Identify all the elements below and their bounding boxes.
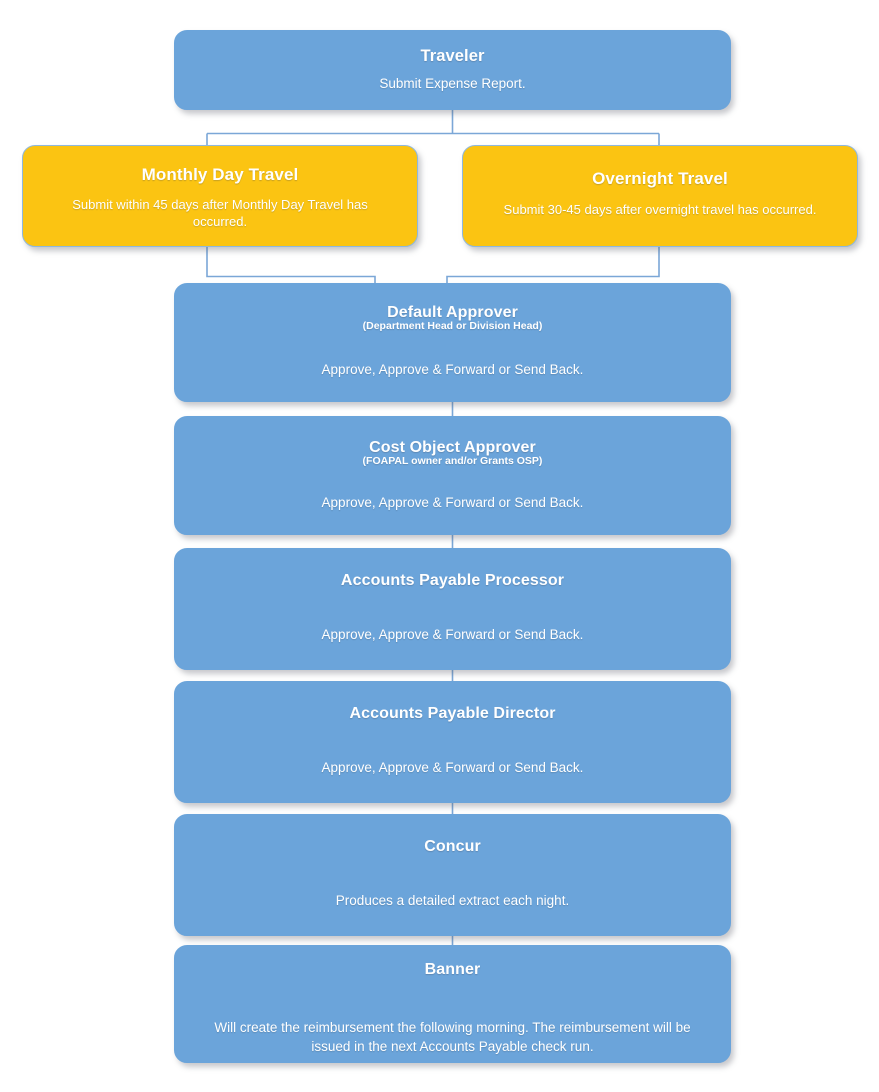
node-accounts-payable-director[interactable]: Accounts Payable Director Approve, Appro… [174, 681, 731, 803]
node-accounts-payable-processor-body: Approve, Approve & Forward or Send Back. [321, 627, 584, 643]
node-default-approver-title: Default Approver [387, 304, 518, 321]
node-concur[interactable]: Concur Produces a detailed extract each … [174, 814, 731, 936]
node-concur-body: Produces a detailed extract each night. [335, 893, 570, 909]
node-default-approver-subtitle: (Department Head or Division Head) [362, 320, 543, 333]
node-accounts-payable-processor[interactable]: Accounts Payable Processor Approve, Appr… [174, 548, 731, 670]
node-cost-object-approver-title: Cost Object Approver [369, 439, 536, 456]
node-default-approver-body: Approve, Approve & Forward or Send Back. [321, 361, 584, 377]
node-monthly-day-travel[interactable]: Monthly Day Travel Submit within 45 days… [22, 145, 418, 247]
node-banner-body: Will create the reimbursement the follow… [214, 1020, 691, 1054]
node-overnight-travel[interactable]: Overnight Travel Submit 30-45 days after… [462, 145, 858, 247]
node-banner-title: Banner [424, 961, 481, 978]
node-concur-title: Concur [424, 838, 481, 855]
node-monthly-day-travel-title: Monthly Day Travel [141, 165, 299, 184]
node-traveler[interactable]: Traveler Submit Expense Report. [174, 30, 731, 110]
node-overnight-travel-title: Overnight Travel [592, 169, 728, 188]
node-traveler-title: Traveler [420, 47, 485, 65]
node-accounts-payable-processor-title: Accounts Payable Processor [340, 572, 565, 589]
node-accounts-payable-director-title: Accounts Payable Director [349, 705, 556, 722]
node-accounts-payable-director-body: Approve, Approve & Forward or Send Back. [321, 760, 584, 776]
node-cost-object-approver-subtitle: (FOAPAL owner and/or Grants OSP) [362, 455, 543, 468]
node-banner[interactable]: Banner Will create the reimbursement the… [174, 945, 731, 1063]
node-overnight-travel-body: Submit 30-45 days after overnight travel… [503, 201, 817, 217]
edge-monthly-to-default [206, 247, 376, 283]
node-monthly-day-travel-body: Submit within 45 days after Monthly Day … [72, 196, 368, 230]
node-traveler-body: Submit Expense Report. [379, 75, 526, 91]
edge-overnight-to-default [446, 247, 660, 283]
node-default-approver[interactable]: Default Approver (Department Head or Div… [174, 283, 731, 402]
node-cost-object-approver[interactable]: Cost Object Approver (FOAPAL owner and/o… [174, 416, 731, 535]
node-cost-object-approver-body: Approve, Approve & Forward or Send Back. [321, 494, 584, 510]
